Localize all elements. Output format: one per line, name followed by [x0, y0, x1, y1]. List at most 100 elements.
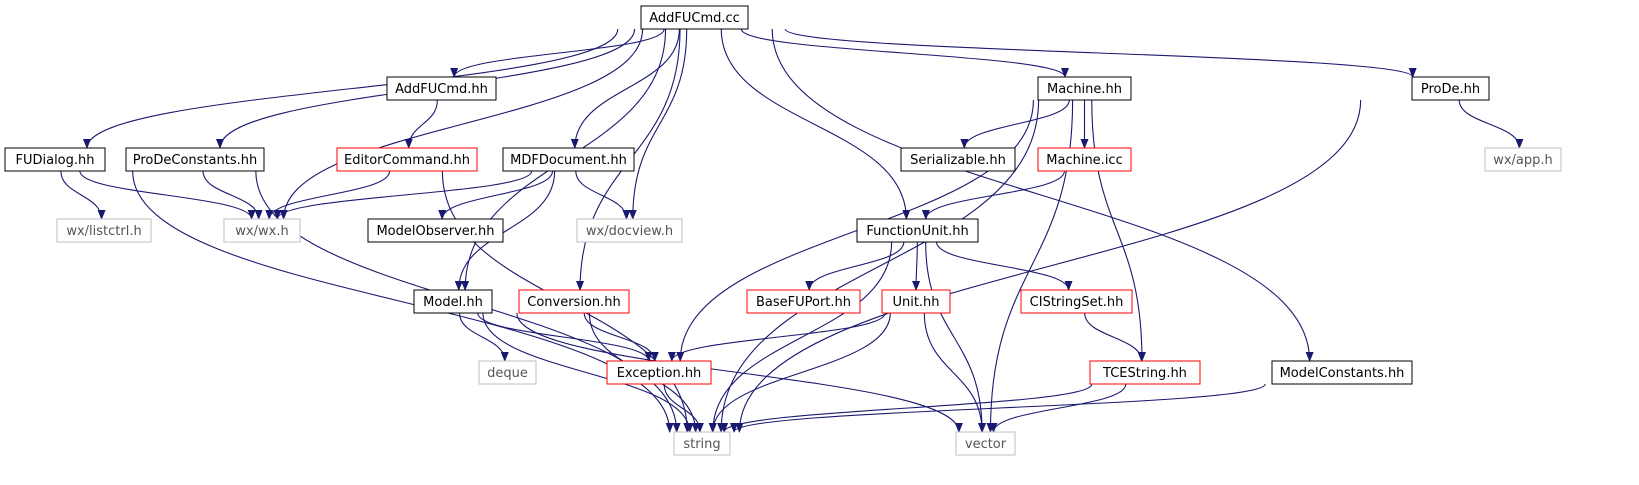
node-box — [606, 360, 712, 385]
node-label: EditorCommand.hh — [344, 153, 470, 168]
edge-fudialog_hh-to-wx_wx_h — [79, 170, 256, 220]
node-wx-docview-h: wx/docview.h — [576, 218, 683, 243]
node-wx-wx-h: wx/wx.h — [223, 218, 301, 243]
node-box — [1484, 147, 1562, 172]
node-machine-icc[interactable]: Machine.icc — [1037, 147, 1132, 172]
node-model-hh[interactable]: Model.hh — [413, 289, 493, 314]
node-functionunit-hh[interactable]: FunctionUnit.hh — [856, 218, 979, 243]
node-label: BaseFUPort.hh — [756, 295, 851, 310]
node-label: wx/wx.h — [235, 224, 288, 239]
node-label: wx/listctrl.h — [66, 224, 141, 239]
node-unit-hh[interactable]: Unit.hh — [881, 289, 951, 314]
node-editorcommand-hh[interactable]: EditorCommand.hh — [336, 147, 478, 172]
node-serializable-hh[interactable]: Serializable.hh — [900, 147, 1016, 172]
node-machine-hh[interactable]: Machine.hh — [1037, 76, 1132, 101]
node-mdfdocument-hh[interactable]: MDFDocument.hh — [502, 147, 635, 172]
node-conversion-hh[interactable]: Conversion.hh — [518, 289, 630, 314]
edge-addfucmd_hh-to-editorcommand_hh — [404, 99, 438, 149]
node-wx-app-h: wx/app.h — [1484, 147, 1562, 172]
node-box — [4, 147, 106, 172]
node-tcestring-hh[interactable]: TCEString.hh — [1089, 360, 1201, 385]
edge-conversion_hh-to-exception_hh — [583, 312, 659, 362]
edge-addfucmd_cc-to-wx_wx_h — [279, 28, 644, 220]
edge-unit_hh-to-exception_hh — [667, 312, 886, 362]
edge-functionunit_hh-to-basefuport_hh — [805, 241, 905, 291]
node-box — [1020, 289, 1133, 314]
node-addfucmd-hh[interactable]: AddFUCmd.hh — [386, 76, 497, 101]
node-addfucmd-cc[interactable]: AddFUCmd.cc — [640, 5, 749, 30]
edge-exception_hh-to-string — [663, 383, 704, 433]
node-label: Machine.icc — [1046, 153, 1122, 168]
node-box — [856, 218, 979, 243]
edge-model_hh-to-deque — [458, 312, 509, 362]
node-box — [1271, 360, 1413, 385]
edge-model_hh-to-vector — [516, 312, 963, 433]
edge-functionunit_hh-to-vector — [925, 241, 987, 433]
edge-addfucmd_cc-to-mdfdocument_hh — [570, 28, 680, 149]
node-box — [518, 289, 630, 314]
edge-model_hh-to-exception_hh — [477, 312, 653, 362]
node-cistringset-hh[interactable]: CIStringSet.hh — [1020, 289, 1133, 314]
node-modelconstants-hh[interactable]: ModelConstants.hh — [1271, 360, 1413, 385]
edge-prode_hh-to-string — [735, 99, 1362, 433]
edge-model_hh-to-string — [482, 312, 694, 433]
node-basefuport-hh[interactable]: BaseFUPort.hh — [746, 289, 861, 314]
node-label: wx/docview.h — [586, 224, 673, 239]
edge-unit_hh-to-vector — [923, 312, 987, 433]
edge-mdfdocument_hh-to-wx_docview_h — [575, 170, 631, 220]
edge-mdfdocument_hh-to-model_hh — [454, 170, 556, 291]
node-box — [336, 147, 478, 172]
edge-addfucmd_cc-to-functionunit_hh — [720, 28, 911, 220]
node-vector: vector — [955, 431, 1016, 456]
node-box — [900, 147, 1016, 172]
node-modelobserver-hh[interactable]: ModelObserver.hh — [367, 218, 504, 243]
node-deque: deque — [478, 360, 537, 385]
node-box — [413, 289, 493, 314]
node-label: ModelConstants.hh — [1280, 366, 1405, 381]
edge-addfucmd_cc-to-wx_docview_h — [628, 28, 688, 220]
edge-addfucmd_cc-to-addfucmd_hh — [450, 28, 665, 78]
node-label: AddFUCmd.cc — [649, 11, 740, 26]
node-label: MDFDocument.hh — [510, 153, 627, 168]
node-box — [640, 5, 749, 30]
edge-mdfdocument_hh-to-modelobserver_hh — [438, 170, 554, 220]
node-box — [223, 218, 301, 243]
node-box — [1037, 76, 1132, 101]
node-label: AddFUCmd.hh — [395, 82, 488, 97]
edge-addfucmd_cc-to-fudialog_hh — [83, 28, 619, 149]
node-label: deque — [487, 366, 528, 381]
node-label: Model.hh — [423, 295, 483, 310]
edge-addfucmd_cc-to-modelconstants_hh — [771, 28, 1314, 362]
edge-mdfdocument_hh-to-wx_wx_h — [273, 170, 533, 220]
edge-prodeconstants_hh-to-wx_wx_h — [202, 170, 263, 220]
node-label: Unit.hh — [892, 295, 939, 310]
node-label: Machine.hh — [1047, 82, 1122, 97]
edge-prode_hh-to-wx_app_h — [1458, 99, 1524, 149]
edge-cistringset_hh-to-tcestring_hh — [1084, 312, 1146, 362]
node-string: string — [673, 431, 731, 456]
node-box — [673, 431, 731, 456]
node-label: FUDialog.hh — [15, 153, 94, 168]
node-label: wx/app.h — [1493, 153, 1553, 168]
edge-addfucmd_cc-to-prode_hh — [784, 28, 1417, 78]
edge-machine_hh-to-serializable_hh — [960, 99, 1070, 149]
node-label: ModelObserver.hh — [376, 224, 494, 239]
node-label: ProDeConstants.hh — [133, 153, 257, 168]
node-label: vector — [965, 437, 1007, 452]
node-fudialog-hh[interactable]: FUDialog.hh — [4, 147, 106, 172]
node-prodeconstants-hh[interactable]: ProDeConstants.hh — [125, 147, 265, 172]
edge-machine_hh-to-string — [717, 99, 1040, 433]
node-label: ProDe.hh — [1421, 82, 1480, 97]
node-label: CIStringSet.hh — [1030, 295, 1124, 310]
node-box — [881, 289, 951, 314]
edge-tcestring_hh-to-string — [720, 383, 1093, 433]
node-exception-hh[interactable]: Exception.hh — [606, 360, 712, 385]
node-wx-listctrl-h: wx/listctrl.h — [56, 218, 152, 243]
node-box — [1089, 360, 1201, 385]
node-prode-hh[interactable]: ProDe.hh — [1411, 76, 1490, 101]
node-label: Serializable.hh — [910, 153, 1006, 168]
edge-modelconstants_hh-to-string — [730, 383, 1266, 433]
node-label: string — [683, 437, 720, 452]
